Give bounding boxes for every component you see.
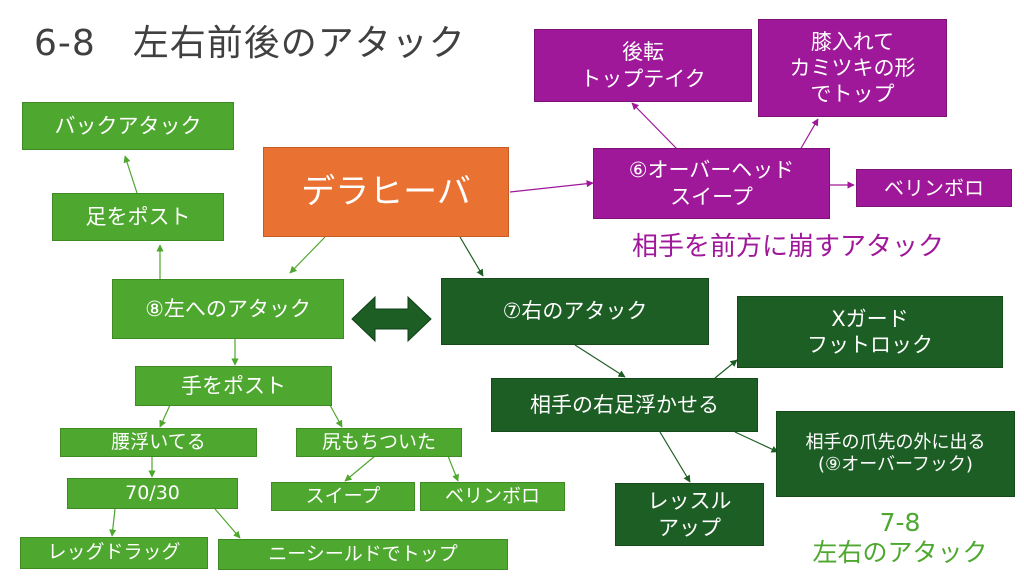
- page-title: 6-8 左右前後のアタック: [34, 23, 466, 64]
- node-toe-outside: 相手の爪先の外に出る (⑨オーバーフック): [776, 411, 1015, 497]
- node-sweep: スイープ: [271, 482, 415, 511]
- arrow-ratio-to-legdrag: [109, 508, 117, 537]
- arrow-overhead-to-backroll: [631, 102, 679, 151]
- arrow-butt-to-berimbolo: [447, 455, 459, 482]
- arrow-lift-to-xguard: [714, 359, 738, 379]
- arrow-lift-to-toe: [734, 431, 779, 453]
- node-butt-down: 尻もちついた: [296, 428, 462, 457]
- node-hand-post: 手をポスト: [135, 366, 332, 406]
- arrow-hand-post-to-butt: [329, 404, 343, 428]
- arrow-hand-post-to-hip: [159, 404, 171, 428]
- arrow-overhead-to-kneein: [799, 118, 819, 151]
- node-knee-in: 膝入れて カミツキの形 でトップ: [758, 19, 947, 117]
- node-lift-leg: 相手の右足浮かせる: [491, 378, 758, 432]
- arrow-ratio-to-knee: [214, 508, 241, 539]
- node-berimbolo-right: ベリンボロ: [856, 169, 1012, 207]
- node-foot-post: 足をポスト: [52, 193, 224, 241]
- arrow-right-to-lift: [574, 344, 626, 378]
- arrow-dela-to-right: [459, 236, 484, 277]
- arrow-lift-to-standup: [659, 431, 691, 483]
- node-berimbolo-left: ベリンボロ: [420, 482, 565, 511]
- arrow-dela-to-left: [289, 236, 326, 274]
- arrow-dela-to-overhead: [509, 180, 594, 193]
- node-knee-shield: ニーシールドでトップ: [218, 539, 508, 570]
- node-leg-drag: レッグドラッグ: [20, 537, 208, 569]
- node-overhead-sweep: ⑥オーバーヘッド スイープ: [593, 148, 830, 219]
- arrow-foot-post-to-back: [123, 155, 138, 194]
- node-right-attack: ⑦右のアタック: [441, 278, 709, 345]
- node-dela-hiva: デラヒーバ: [263, 147, 509, 237]
- node-stand-up: レッスル アップ: [615, 483, 764, 546]
- arrow-butt-to-sweep: [344, 455, 376, 482]
- double-arrow-icon: [351, 295, 432, 343]
- node-ratio: 70/30: [67, 478, 238, 509]
- node-hip-lift: 腰浮いてる: [60, 428, 257, 457]
- caption-left-right-ref: 7-8 左右のアタック: [812, 508, 988, 567]
- node-x-guard: Xガード フットロック: [737, 296, 1003, 368]
- caption-front-attack: 相手を前方に崩すアタック: [632, 232, 945, 262]
- node-back-attack: バックアタック: [22, 102, 234, 150]
- node-back-roll: 後転 トップテイク: [534, 29, 752, 102]
- node-left-attack: ⑧左へのアタック: [112, 279, 344, 339]
